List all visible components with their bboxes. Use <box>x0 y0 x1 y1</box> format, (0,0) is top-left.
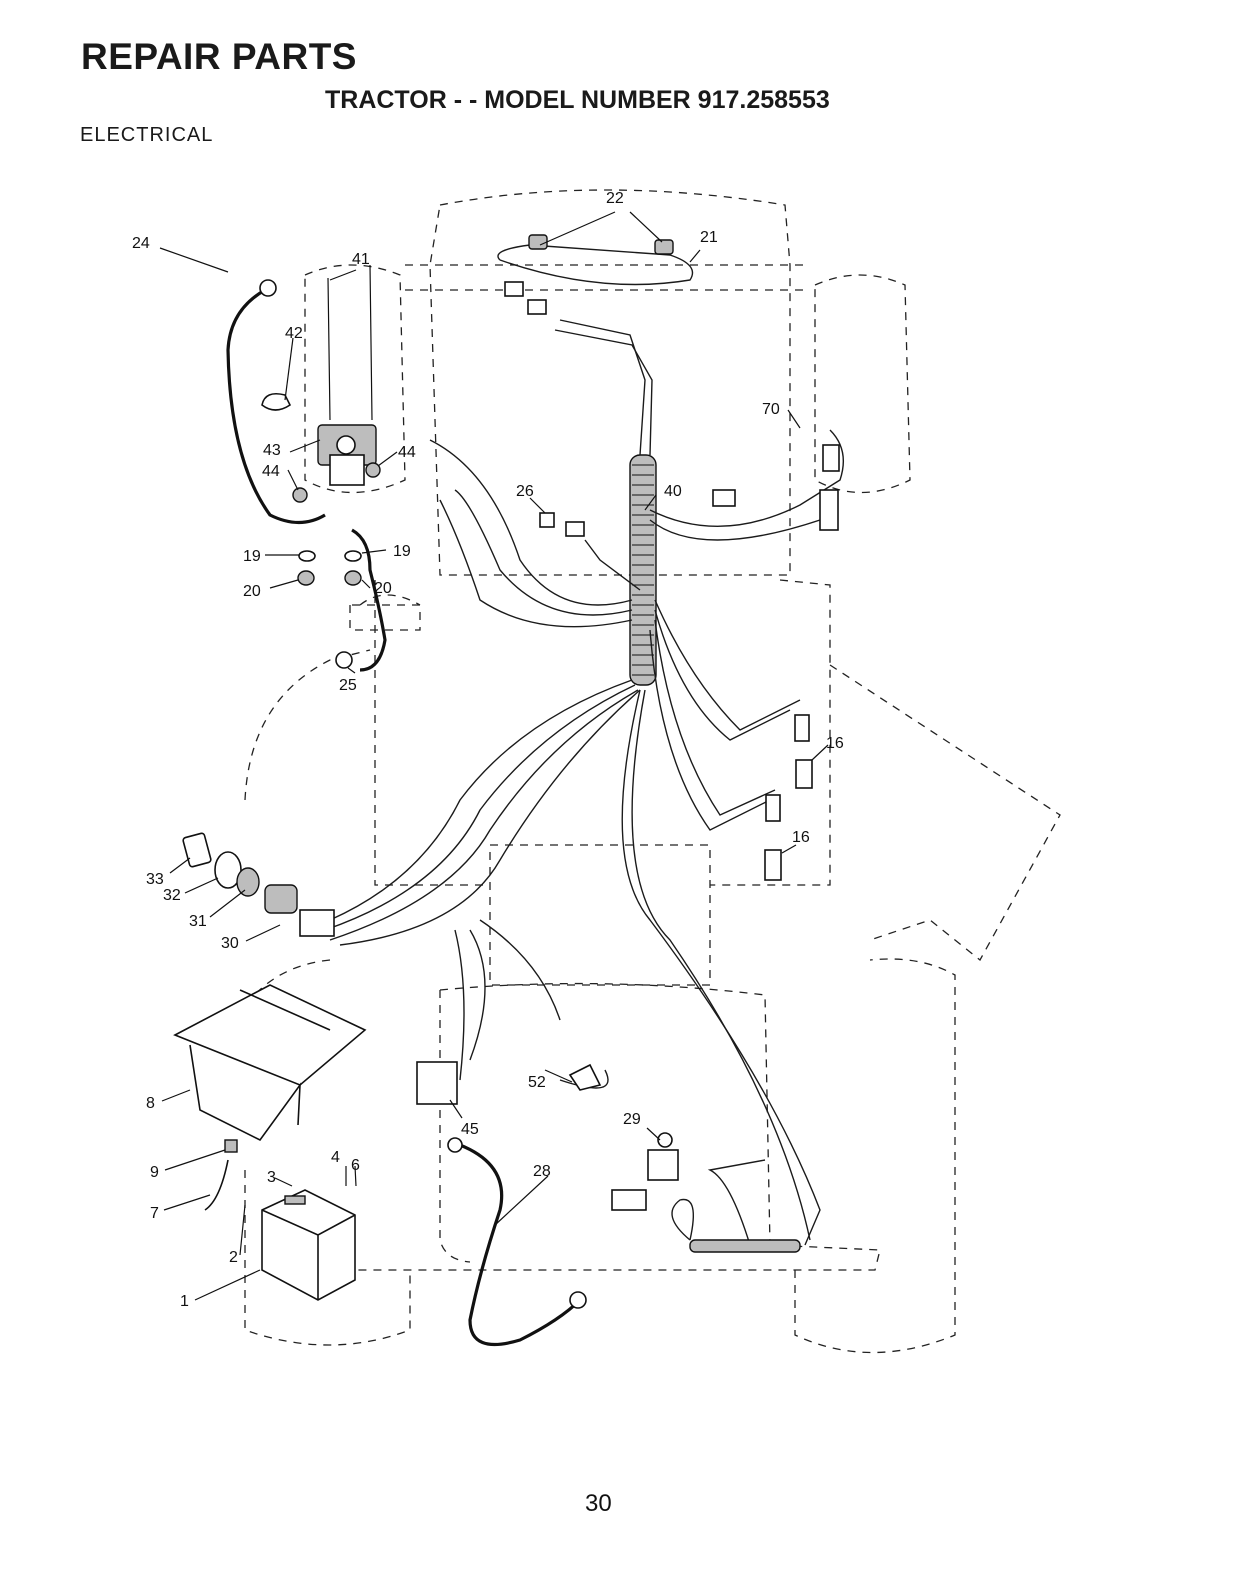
callout-1: 1 <box>180 1293 189 1310</box>
callout-9: 9 <box>150 1164 159 1181</box>
callout-19a: 19 <box>243 548 261 565</box>
callout-30: 30 <box>221 935 239 952</box>
callout-31: 31 <box>189 913 207 930</box>
callout-24: 24 <box>132 235 150 252</box>
callout-26: 26 <box>516 483 534 500</box>
callout-labels: 22 21 24 42 41 43 44 44 19 19 20 20 25 2… <box>132 190 844 1310</box>
callout-44a: 44 <box>262 463 280 480</box>
callout-32: 32 <box>163 887 181 904</box>
parts <box>175 235 839 1308</box>
callout-42: 42 <box>285 325 303 342</box>
callout-21: 21 <box>700 229 718 246</box>
callout-29: 29 <box>623 1111 641 1128</box>
callout-2: 2 <box>229 1249 238 1266</box>
callout-20a: 20 <box>243 583 261 600</box>
callout-43: 43 <box>263 442 281 459</box>
callout-44b: 44 <box>398 444 416 461</box>
callout-70: 70 <box>762 401 780 418</box>
page-number: 30 <box>585 1490 612 1518</box>
callout-45: 45 <box>461 1121 479 1138</box>
callout-20b: 20 <box>374 580 392 597</box>
callout-16a: 16 <box>826 735 844 752</box>
callout-22: 22 <box>606 190 624 207</box>
callout-7: 7 <box>150 1205 159 1222</box>
callout-41: 41 <box>352 251 370 268</box>
callout-8: 8 <box>146 1095 155 1112</box>
callout-19b: 19 <box>393 543 411 560</box>
callout-16b: 16 <box>792 829 810 846</box>
callout-40: 40 <box>664 483 682 500</box>
callout-33: 33 <box>146 871 164 888</box>
callout-28: 28 <box>533 1163 551 1180</box>
callout-52: 52 <box>528 1074 546 1091</box>
callout-4: 4 <box>331 1149 340 1166</box>
callout-25: 25 <box>339 677 357 694</box>
callout-3: 3 <box>267 1169 276 1186</box>
callout-6: 6 <box>351 1157 360 1174</box>
